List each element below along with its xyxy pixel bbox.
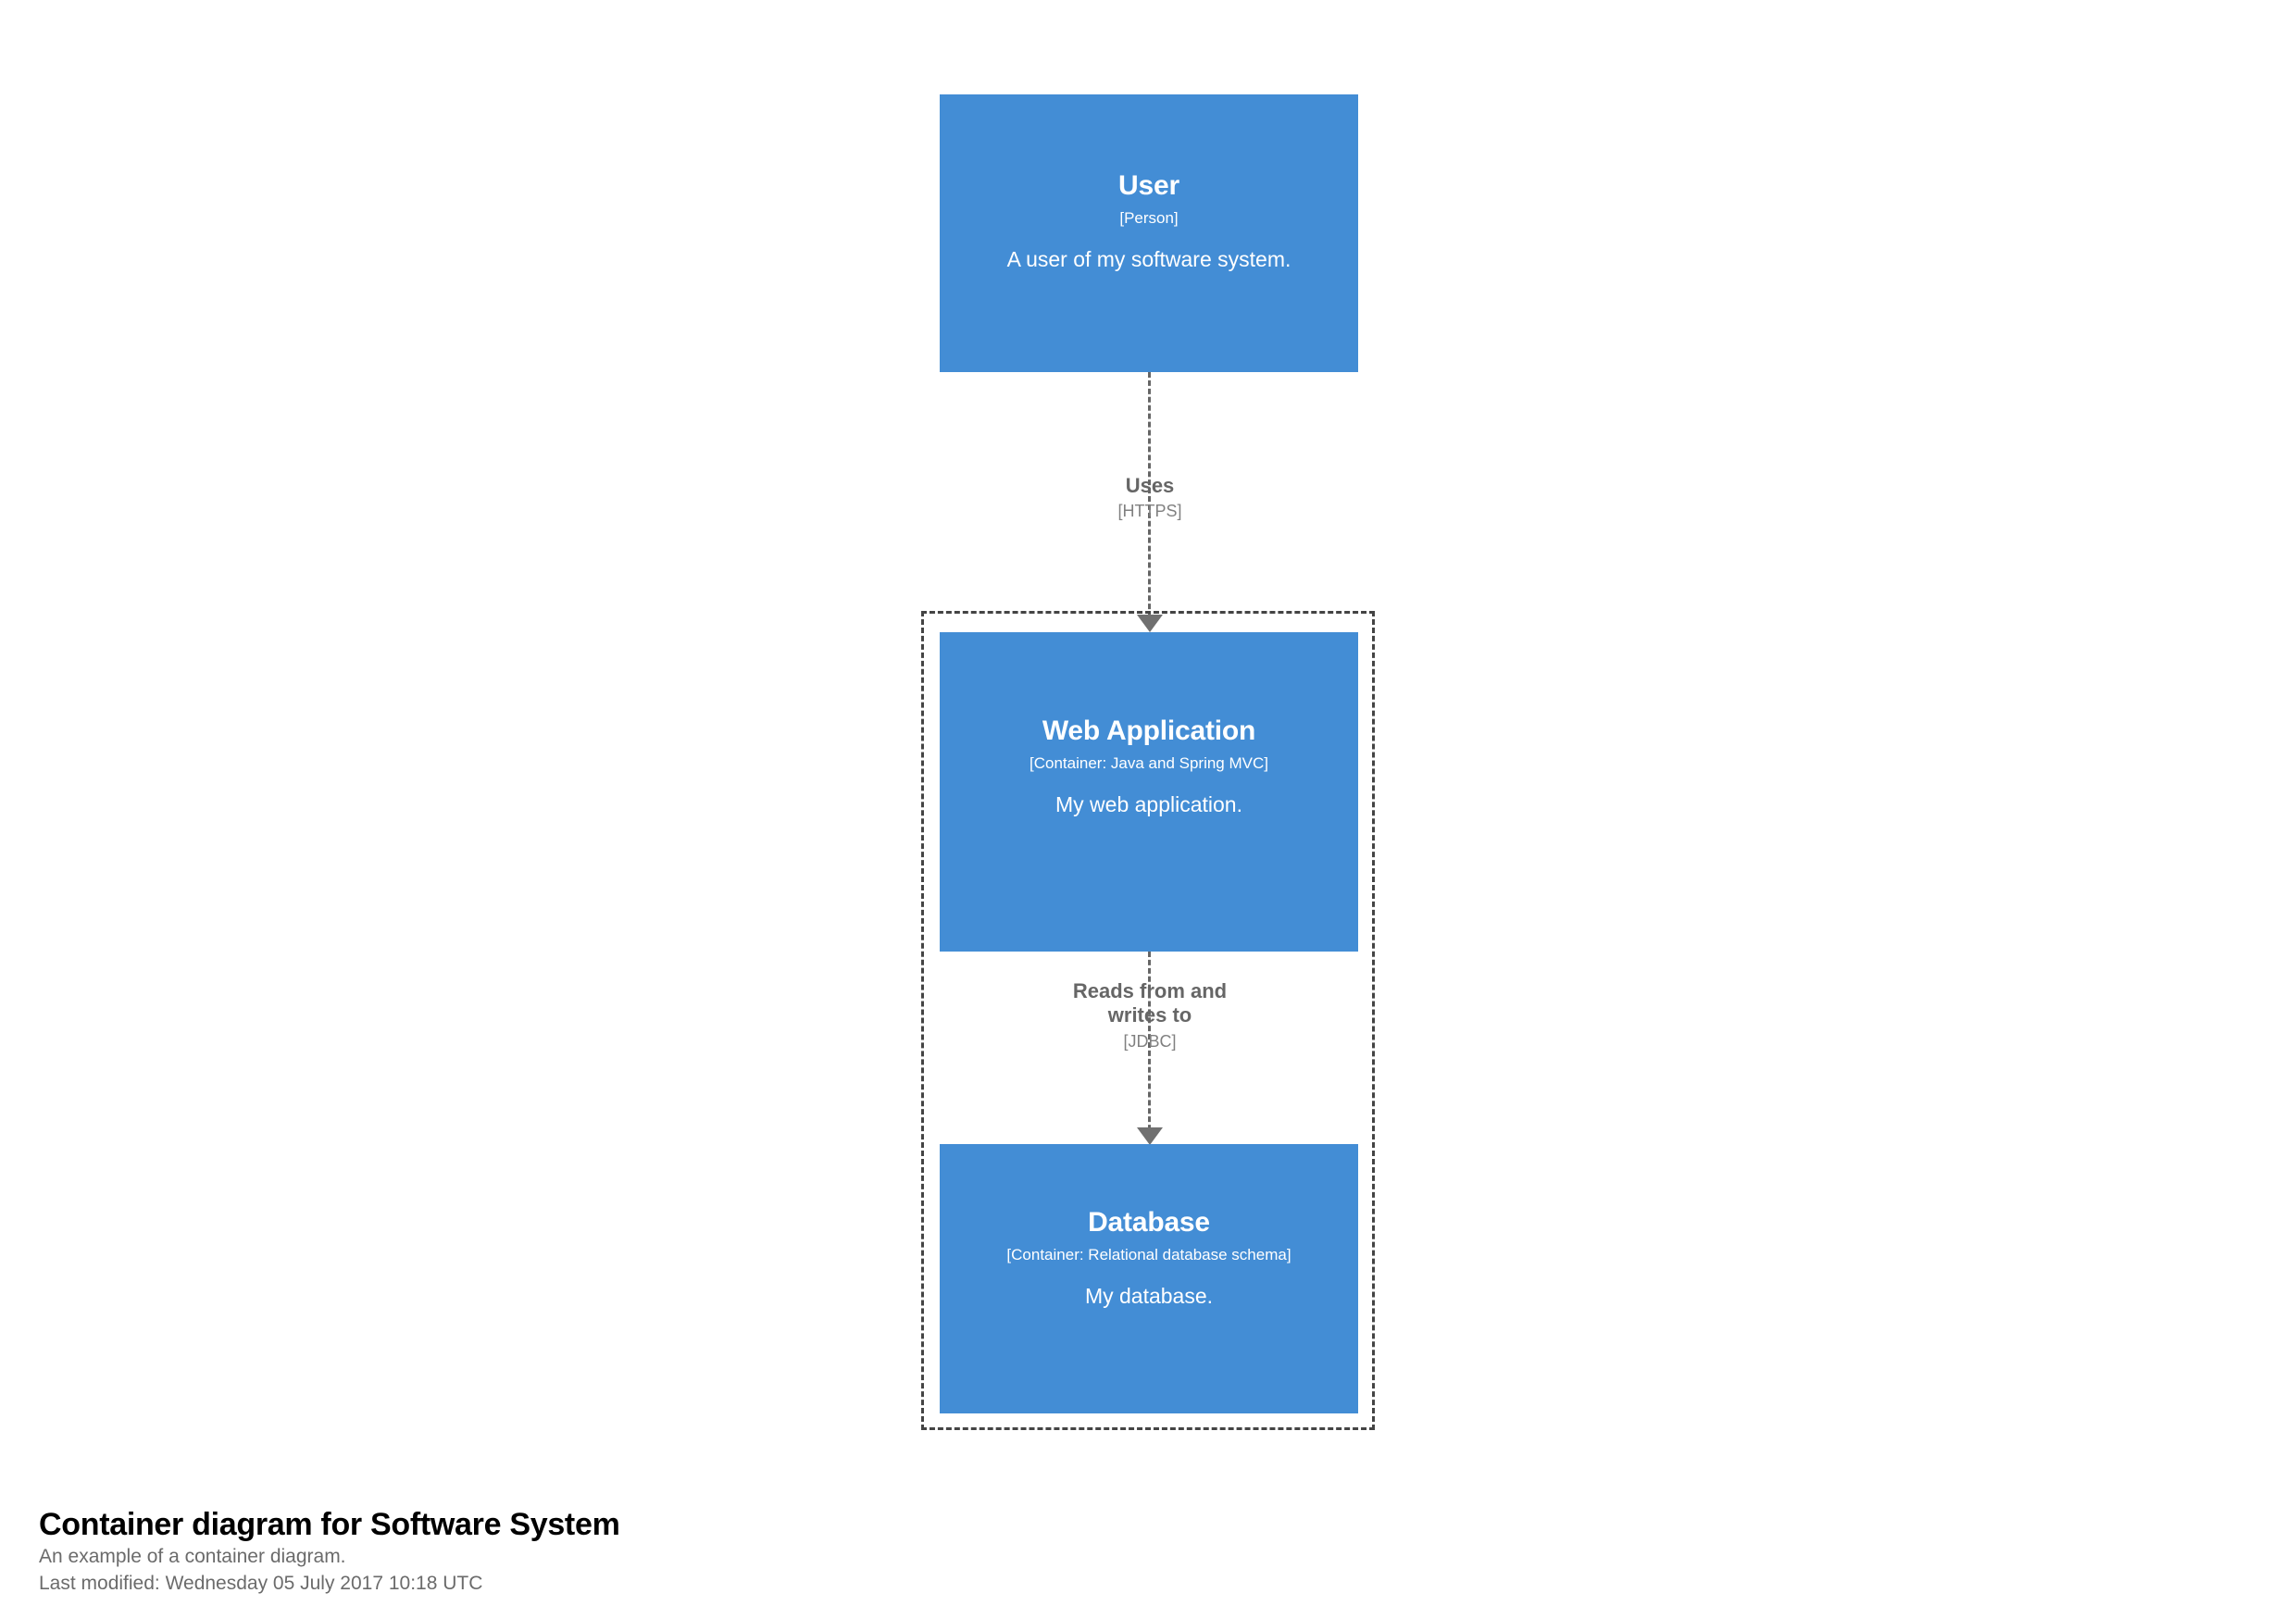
relationship-description: Reads from and writes to [1072, 979, 1228, 1027]
element-technology: [Container: Java and Spring MVC] [1029, 753, 1268, 772]
software-system-boundary [921, 611, 1375, 1430]
caption-subtitle: An example of a container diagram. [39, 1546, 346, 1568]
arrow-head-icon [1137, 615, 1163, 632]
element-name: Database [1088, 1207, 1210, 1238]
caption-title: Container diagram for Software System [39, 1507, 620, 1542]
element-description: A user of my software system. [1006, 247, 1292, 272]
relationship-description: Uses [1125, 474, 1175, 497]
diagram-caption: Container diagram for Software System An… [39, 1506, 620, 1597]
relationship-label-uses: Uses [HTTPS] [1011, 474, 1289, 522]
element-name: User [1118, 170, 1179, 201]
arrow-head-icon [1137, 1127, 1163, 1145]
relationship-line-uses [1148, 372, 1151, 626]
diagram-element-database[interactable]: Database [Container: Relational database… [940, 1144, 1358, 1413]
relationship-label-reads-writes: Reads from and writes to [JDBC] [1011, 979, 1289, 1052]
caption-last-modified: Last modified: Wednesday 05 July 2017 10… [39, 1572, 483, 1594]
diagram-canvas: User [Person] A user of my software syst… [921, 94, 1375, 1430]
relationship-technology: [JDBC] [1123, 1031, 1177, 1051]
relationship-line-reads-writes [1148, 952, 1151, 1139]
element-technology: [Person] [1119, 208, 1179, 227]
diagram-element-user[interactable]: User [Person] A user of my software syst… [940, 94, 1358, 372]
diagram-element-web-application[interactable]: Web Application [Container: Java and Spr… [940, 632, 1358, 952]
element-description: My database. [1084, 1284, 1214, 1309]
element-name: Web Application [1042, 716, 1256, 746]
element-technology: [Container: Relational database schema] [1006, 1245, 1292, 1263]
element-description: My web application. [1055, 792, 1242, 817]
relationship-technology: [HTTPS] [1117, 502, 1182, 521]
